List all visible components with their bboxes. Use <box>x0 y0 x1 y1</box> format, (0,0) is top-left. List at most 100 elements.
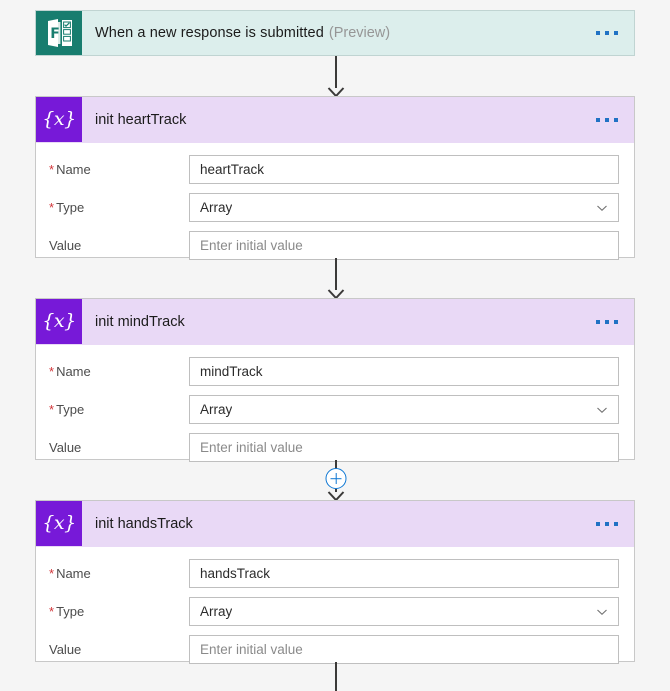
action-body: *Name mindTrack *Type Array Value Enter … <box>36 345 634 463</box>
type-label: *Type <box>49 402 189 417</box>
ellipsis-dot <box>605 521 609 526</box>
value-input[interactable]: Enter initial value <box>189 634 619 664</box>
connector-arrowhead <box>327 85 345 98</box>
chevron-down-icon <box>596 605 608 617</box>
field-row-name: *Name mindTrack <box>36 355 634 387</box>
ellipsis-dot <box>596 117 600 122</box>
field-row-value: Value Enter initial value <box>36 633 634 665</box>
required-asterisk: * <box>49 401 55 417</box>
type-label-text: Type <box>56 603 85 619</box>
trigger-card-forms[interactable]: F When a new response is submitted (Prev… <box>35 10 635 56</box>
value-input[interactable]: Enter initial value <box>189 230 619 260</box>
value-label: Value <box>49 238 189 253</box>
variables-icon: {x} <box>36 97 82 142</box>
connector-arrowhead <box>327 287 345 300</box>
name-input-value: handsTrack <box>200 565 271 581</box>
name-label-text: Name <box>56 565 91 581</box>
field-row-value: Value Enter initial value <box>36 229 634 261</box>
ellipsis-dot <box>596 521 600 526</box>
field-row-name: *Name handsTrack <box>36 557 634 589</box>
ellipsis-dot <box>614 521 618 526</box>
ellipsis-dot <box>605 31 609 35</box>
value-input[interactable]: Enter initial value <box>189 432 619 462</box>
name-label-text: Name <box>56 363 91 379</box>
ellipsis-dot <box>605 117 609 122</box>
action-header-mindTrack[interactable]: {x} init mindTrack <box>36 299 634 345</box>
action-card-heartTrack[interactable]: {x} init heartTrack *Name heartTrack *Ty… <box>35 96 635 261</box>
microsoft-forms-icon: F <box>36 11 82 55</box>
connector-line-mindTrack-to-handsTrack-lower <box>335 489 337 492</box>
connector-line-handsTrack-to-next <box>335 662 337 691</box>
name-input[interactable]: mindTrack <box>189 356 619 386</box>
field-row-value: Value Enter initial value <box>36 431 634 463</box>
ellipsis-dot <box>596 319 600 324</box>
value-label: Value <box>49 642 189 657</box>
name-input[interactable]: handsTrack <box>189 558 619 588</box>
value-label-text: Value <box>49 641 82 657</box>
required-asterisk: * <box>49 363 55 379</box>
action-body: *Name heartTrack *Type Array Value Enter… <box>36 143 634 261</box>
name-input[interactable]: heartTrack <box>189 154 619 184</box>
action-header-heartTrack[interactable]: {x} init heartTrack <box>36 97 634 143</box>
action-overflow-menu-button[interactable] <box>596 117 618 122</box>
chevron-down-icon <box>596 201 608 213</box>
field-row-type: *Type Array <box>36 595 634 627</box>
value-label-text: Value <box>49 237 82 253</box>
ellipsis-dot <box>614 117 618 122</box>
trigger-overflow-menu-button[interactable] <box>596 31 618 35</box>
action-title: init mindTrack <box>95 313 185 330</box>
name-label: *Name <box>49 162 189 177</box>
field-row-name: *Name heartTrack <box>36 153 634 185</box>
connector-line-trigger-to-heartTrack <box>335 56 337 88</box>
name-label: *Name <box>49 364 189 379</box>
name-label: *Name <box>49 566 189 581</box>
name-input-value: heartTrack <box>200 161 265 177</box>
required-asterisk: * <box>49 603 55 619</box>
action-overflow-menu-button[interactable] <box>596 521 618 526</box>
type-dropdown-value: Array <box>200 199 233 215</box>
value-input-placeholder: Enter initial value <box>200 237 303 253</box>
chevron-down-icon <box>596 403 608 415</box>
trigger-header[interactable]: F When a new response is submitted (Prev… <box>36 11 634 55</box>
action-title: init handsTrack <box>95 515 193 532</box>
action-header-handsTrack[interactable]: {x} init handsTrack <box>36 501 634 547</box>
type-label-text: Type <box>56 199 85 215</box>
action-body: *Name handsTrack *Type Array Value Enter… <box>36 547 634 665</box>
value-label: Value <box>49 440 189 455</box>
value-input-placeholder: Enter initial value <box>200 439 303 455</box>
ellipsis-dot <box>614 319 618 324</box>
trigger-title: When a new response is submitted <box>95 25 324 41</box>
type-label-text: Type <box>56 401 85 417</box>
connector-arrowhead <box>327 489 345 502</box>
type-dropdown-value: Array <box>200 603 233 619</box>
type-label: *Type <box>49 200 189 215</box>
required-asterisk: * <box>49 199 55 215</box>
action-overflow-menu-button[interactable] <box>596 319 618 324</box>
type-dropdown[interactable]: Array <box>189 192 619 222</box>
name-label-text: Name <box>56 161 91 177</box>
field-row-type: *Type Array <box>36 191 634 223</box>
variables-icon: {x} <box>36 501 82 546</box>
action-title: init heartTrack <box>95 111 187 128</box>
type-label: *Type <box>49 604 189 619</box>
value-input-placeholder: Enter initial value <box>200 641 303 657</box>
insert-new-step-button[interactable] <box>325 468 347 489</box>
name-input-value: mindTrack <box>200 363 263 379</box>
variables-icon: {x} <box>36 299 82 344</box>
required-asterisk: * <box>49 565 55 581</box>
type-dropdown-value: Array <box>200 401 233 417</box>
trigger-preview-badge: (Preview) <box>328 25 391 41</box>
action-card-handsTrack[interactable]: {x} init handsTrack *Name handsTrack *Ty… <box>35 500 635 665</box>
connector-line-mindTrack-to-handsTrack-upper <box>335 460 337 469</box>
value-label-text: Value <box>49 439 82 455</box>
svg-text:F: F <box>50 26 60 42</box>
ellipsis-dot <box>614 31 618 35</box>
ellipsis-dot <box>596 31 600 35</box>
type-dropdown[interactable]: Array <box>189 596 619 626</box>
ellipsis-dot <box>605 319 609 324</box>
connector-line-heartTrack-to-mindTrack <box>335 258 337 290</box>
field-row-type: *Type Array <box>36 393 634 425</box>
action-card-mindTrack[interactable]: {x} init mindTrack *Name mindTrack *Type… <box>35 298 635 463</box>
type-dropdown[interactable]: Array <box>189 394 619 424</box>
